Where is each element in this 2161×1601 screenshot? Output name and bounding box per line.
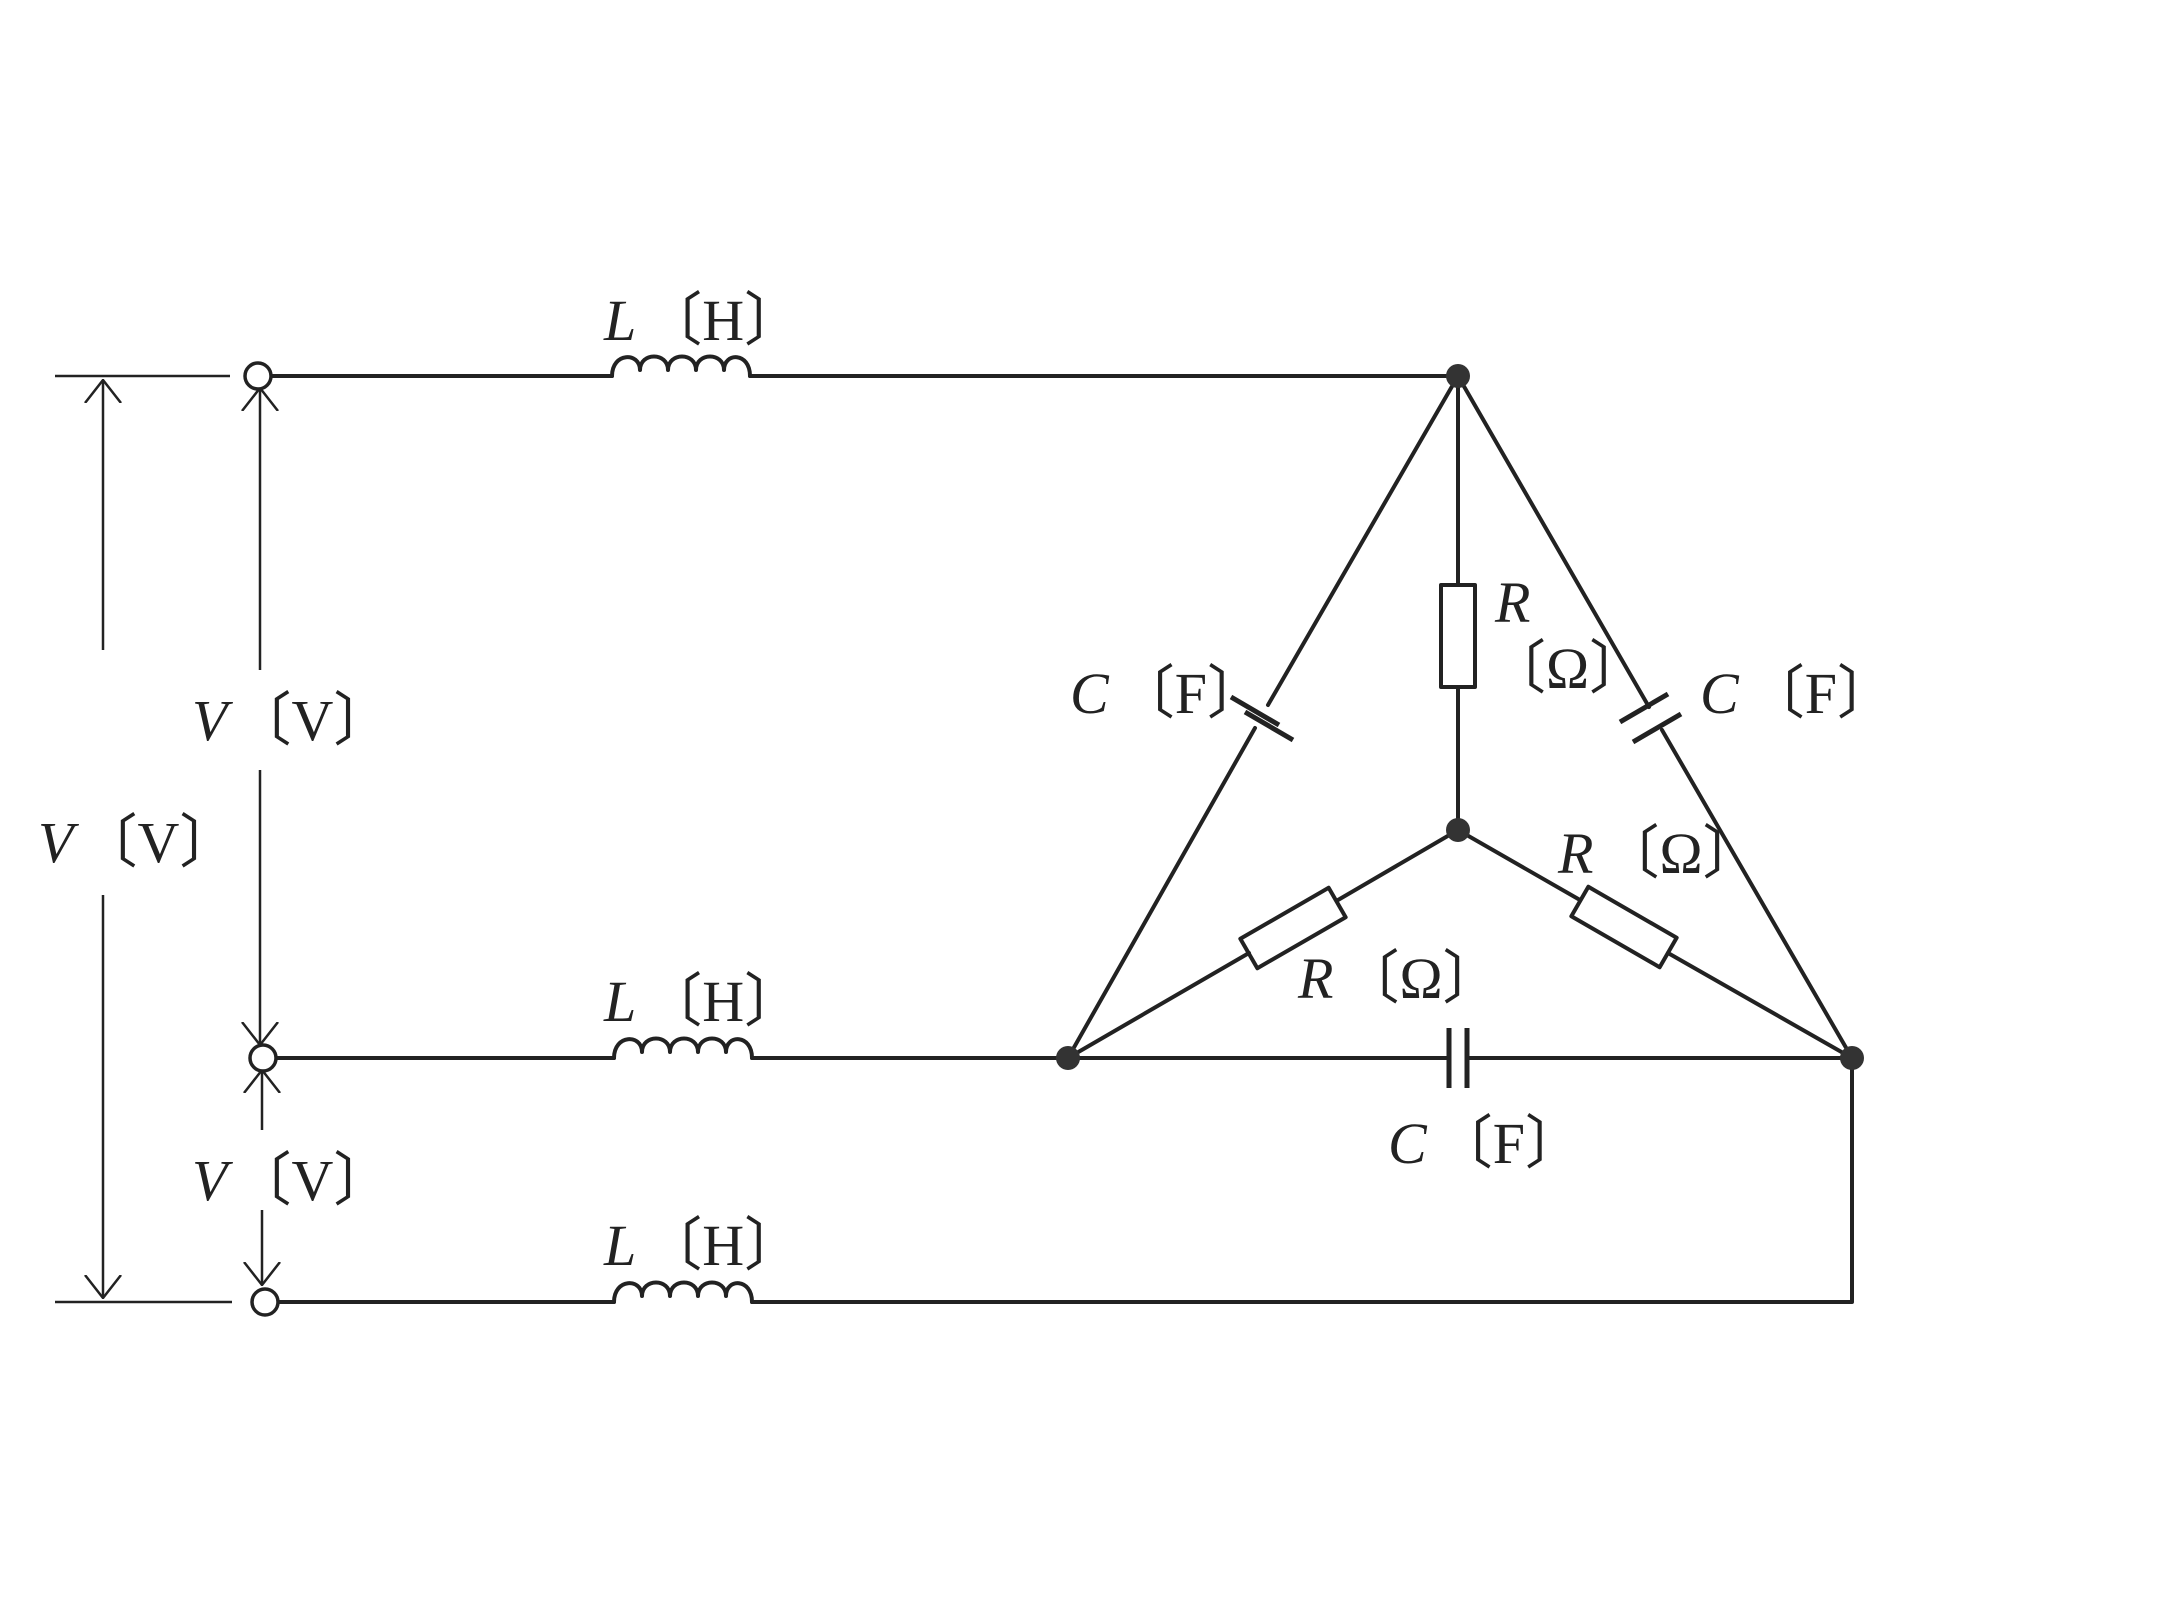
- terminal-2: [248, 1043, 278, 1073]
- label-capacitor-left: C〔F〕: [1070, 661, 1265, 726]
- label-resistor-right: R〔Ω〕: [1557, 821, 1761, 886]
- resistor-right: [1456, 828, 1854, 1060]
- capacitor-right: [1456, 374, 1854, 1060]
- resistor-left: [1066, 828, 1460, 1060]
- label-inductor-bottom: L〔H〕: [603, 1213, 802, 1278]
- inductor-bottom: [612, 1280, 754, 1304]
- label-resistor-top-unit: 〔Ω〕: [1488, 636, 1647, 701]
- label-capacitor-bottom: C〔F〕: [1388, 1111, 1583, 1176]
- label-capacitor-right: C〔F〕: [1700, 661, 1895, 726]
- label-voltage-upper: V〔V〕: [192, 688, 391, 753]
- inductor-top: [610, 354, 752, 378]
- resistor-top: [1439, 374, 1477, 832]
- capacitor-bottom: [1066, 1028, 1854, 1088]
- terminal-3: [250, 1287, 280, 1317]
- node-left: [1056, 1046, 1080, 1070]
- label-voltage-lower: V〔V〕: [192, 1148, 391, 1213]
- line-1: [270, 354, 1460, 378]
- node-right: [1840, 1046, 1864, 1070]
- label-resistor-top-symbol: R: [1494, 570, 1530, 635]
- label-inductor-middle: L〔H〕: [603, 969, 802, 1034]
- label-resistor-left: R〔Ω〕: [1297, 946, 1501, 1011]
- label-voltage-outer: V〔V〕: [38, 810, 237, 875]
- node-top: [1446, 364, 1470, 388]
- line-3: [277, 1056, 1854, 1304]
- inductor-middle: [612, 1036, 754, 1060]
- terminal-1: [243, 361, 273, 391]
- node-neutral: [1446, 818, 1470, 842]
- label-inductor-top: L〔H〕: [603, 288, 802, 353]
- capacitor-left: [1066, 374, 1460, 1060]
- line-2: [275, 1036, 1070, 1060]
